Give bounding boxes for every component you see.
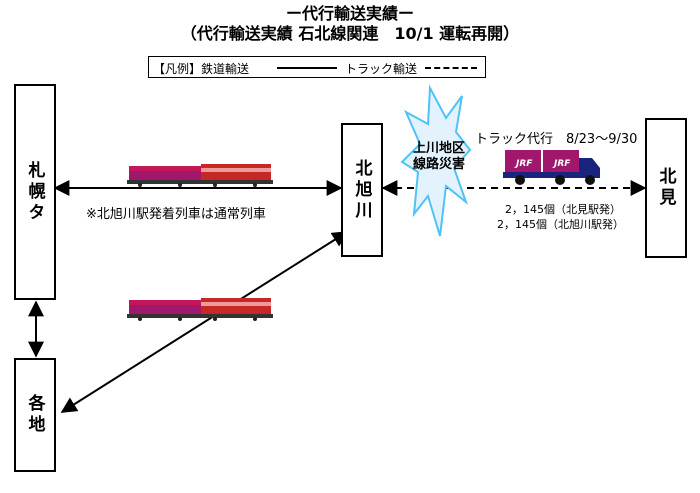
- truck-icon: JRF JRF: [503, 150, 600, 185]
- page-subtitle: （代行輸送実績 石北線関連 10/1 運転再開）: [180, 24, 520, 43]
- station-asahikawa-label: 北旭川: [351, 158, 372, 222]
- truck-logo-text-1: JRF: [514, 159, 533, 169]
- train-icon-lower: [127, 298, 273, 321]
- truck-logo-text-2: JRF: [552, 159, 571, 169]
- legend-box: 【凡例】鉄道輸送 トラック輸送: [148, 56, 486, 78]
- station-kitami: 北見: [645, 118, 687, 258]
- legend-truck-label: トラック輸送: [345, 62, 418, 76]
- rail-line-asahikawa-various: [60, 231, 349, 413]
- station-asahikawa: 北旭川: [341, 123, 383, 257]
- station-kitami-label: 北見: [655, 167, 676, 209]
- legend-dashed-line: [425, 67, 477, 69]
- count-kitami: 2，145個（北見駅発）: [505, 203, 621, 216]
- disaster-label-line2: 線路災害: [412, 157, 465, 172]
- station-sapporo: 札幌タ: [14, 84, 56, 300]
- rail-note: ※北旭川駅発着列車は通常列車: [86, 207, 266, 222]
- legend-rail-label: 【凡例】鉄道輸送: [153, 62, 250, 76]
- page-title: ー代行輸送実績ー: [285, 4, 414, 23]
- disaster-label: 上川地区 線路災害: [403, 141, 475, 173]
- disaster-label-line1: 上川地区: [412, 141, 465, 156]
- station-sapporo-label: 札幌タ: [24, 160, 45, 224]
- station-various: 各地: [14, 358, 56, 472]
- train-icon-upper: [127, 164, 273, 187]
- station-various-label: 各地: [24, 394, 45, 436]
- truck-period-label: トラック代行 8/23〜9/30: [475, 132, 638, 147]
- disaster-explosion-icon: [400, 84, 472, 237]
- legend-solid-line: [277, 67, 337, 69]
- count-asahikawa: 2，145個（北旭川駅発）: [497, 218, 624, 231]
